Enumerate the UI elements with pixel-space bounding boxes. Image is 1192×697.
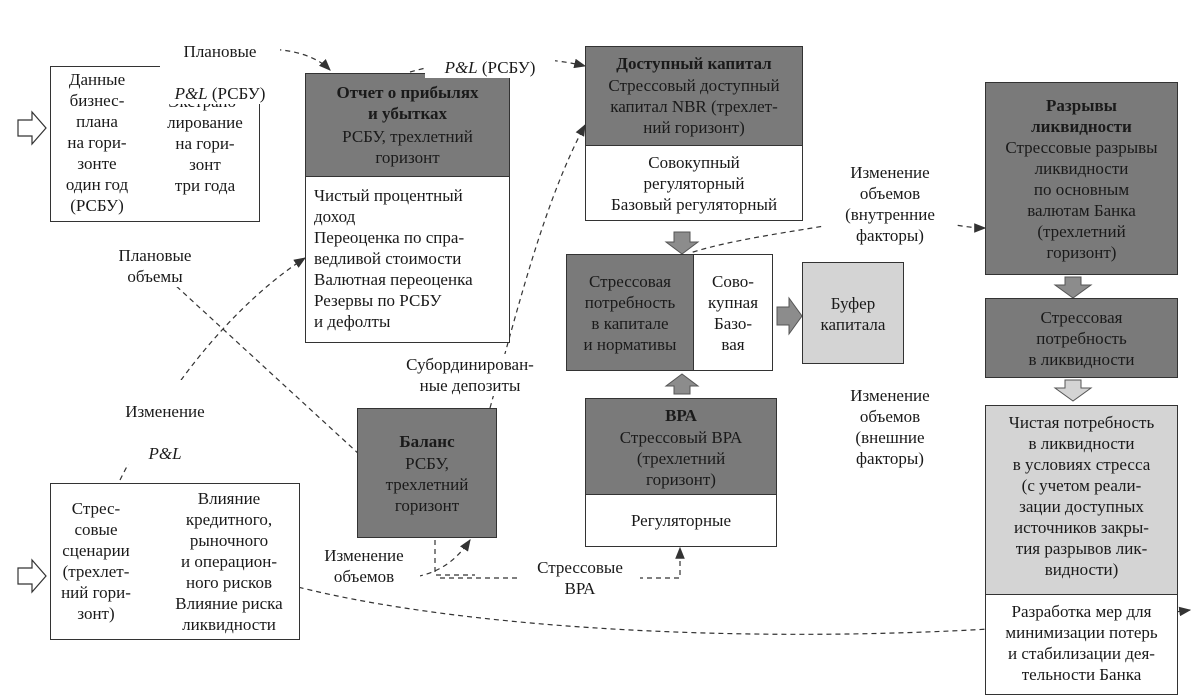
available-capital-subtitle: Стрессовый доступный капитал NBR (трехле… [608,76,780,137]
available-capital-items: Совокупный регуляторный Базовый регулято… [610,153,778,214]
capital-types-label: Сово- купная Базо- вая [707,272,759,354]
label-pnl-rsbu-rest: (РСБУ) [477,58,536,77]
arrow-liq-down-2 [1053,379,1093,402]
capital-buffer-box: Буфер капитала [802,262,904,364]
label-stress-rwa: Стрессовые ВРА [520,557,640,599]
pnl-report-items-box: Чистый процентный доход Переоценка по сп… [305,176,510,343]
arrow-capital-down [664,231,700,255]
liquidity-gaps-title: Разрывы ликвидности [1031,96,1132,136]
rwa-title: ВРА [665,406,697,425]
measures-label: Разработка мер для минимизации потерь и … [1005,602,1158,684]
label-planned-pnl-italic: P&L [174,84,208,103]
available-capital-items-box: Совокупный регуляторный Базовый регулято… [585,145,803,221]
net-liquidity-need-box: Чистая потребность в ликвидности в услов… [985,405,1178,595]
available-capital-title: Доступный капитал [616,54,772,73]
label-planned-volumes: Плановые объемы [100,245,210,287]
liquidity-need-box: Стрессовая потребность в ликвидности [985,298,1178,378]
internal-factors-left [689,224,831,254]
label-pnl-rsbu: P&L (РСБУ) [425,36,555,78]
label-pnl-change-italic: P&L [148,444,182,463]
pnl-report-title: Отчет о прибылях и убытках [336,83,479,123]
rwa-items: Регуляторные [630,511,732,530]
risk-impact-label: Влияние кредитного, рыночного и операцио… [175,489,283,634]
rwa-items-box: Регуляторные [585,494,777,547]
pnl-report-subtitle: РСБУ, трехлетний горизонт [342,127,473,167]
label-volume-change: Изменение объемов [308,545,420,587]
capital-buffer-label: Буфер капитала [820,294,886,334]
liquidity-need-label: Стрессовая потребность в ликвидности [1028,308,1135,369]
rwa-header: ВРА Стрессовый ВРА (трехлетний горизонт) [585,398,777,495]
label-volume-change-internal: Изменение объемов (внутренние факторы) [825,162,955,246]
balance-title: Баланс [399,432,455,451]
liquidity-gaps-box: Разрывы ликвидности Стрессовые разрывы л… [985,82,1178,275]
capital-need-box: Стрессовая потребность в капитале и норм… [566,254,694,371]
sub-deposits-arrow [489,123,586,409]
input-arrow-bottom [17,558,47,594]
label-pnl-rsbu-italic: P&L [444,58,478,77]
business-plan-extrapolation: Экстрапо- лирование на гори- зонт три го… [167,92,243,195]
arrow-buffer [776,296,803,336]
scenario-to-measures [289,584,1192,635]
net-liquidity-need-label: Чистая потребность в ликвидности в услов… [1008,413,1155,579]
stress-scenarios-box: Стрес- совые сценарии (трехлет- ний гори… [50,483,300,640]
pnl-report-header: Отчет о прибылях и убытках РСБУ, трехлет… [305,73,510,177]
available-capital-header: Доступный капитал Стрессовый доступный к… [585,46,803,146]
label-planned-pnl-rest: (РСБУ) [207,84,266,103]
rwa-subtitle: Стрессовый ВРА (трехлетний горизонт) [619,428,743,489]
label-sub-deposits: Субординирован- ные депозиты [390,354,550,396]
label-pnl-change: Изменение P&L [110,380,220,464]
stress-scenarios-label: Стрес- совые сценарии (трехлет- ний гори… [61,499,131,623]
arrow-liq-down-1 [1053,276,1093,299]
arrow-rwa-up [664,373,700,395]
balance-down [434,540,475,576]
input-arrow-top [17,110,47,146]
measures-box: Разработка мер для минимизации потерь и … [985,594,1178,695]
label-planned-pnl: Плановые P&L (РСБУ) [160,20,280,104]
planned-volumes-line [149,261,361,456]
label-pnl-change-line1: Изменение [125,402,205,421]
label-volume-change-external: Изменение объемов (внешние факторы) [850,386,930,468]
pnl-report-items: Чистый процентный доход Переоценка по сп… [314,186,473,331]
label-planned-pnl-line1: Плановые [183,42,257,61]
liquidity-gaps-subtitle: Стрессовые разрывы ликвидности по основн… [1005,138,1158,262]
business-plan-data: Данные бизнес- плана на гори- зонте один… [65,70,129,215]
balance-box: Баланс РСБУ, трехлетний горизонт [357,408,497,538]
balance-subtitle: РСБУ, трехлетний горизонт [385,454,469,515]
capital-need-label: Стрессовая потребность в капитале и норм… [583,272,677,354]
capital-types-box: Сово- купная Базо- вая [693,254,773,371]
